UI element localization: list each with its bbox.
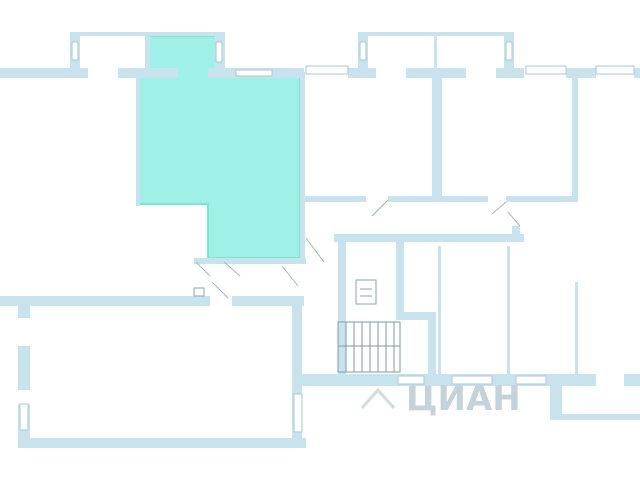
staircase-icon [337, 321, 401, 373]
doors [193, 199, 521, 299]
windows [19, 41, 635, 433]
cian-logo-icon [360, 387, 396, 409]
elevator-icon [355, 279, 377, 305]
walls [0, 32, 640, 448]
watermark-text: ЦИАН [406, 379, 521, 419]
